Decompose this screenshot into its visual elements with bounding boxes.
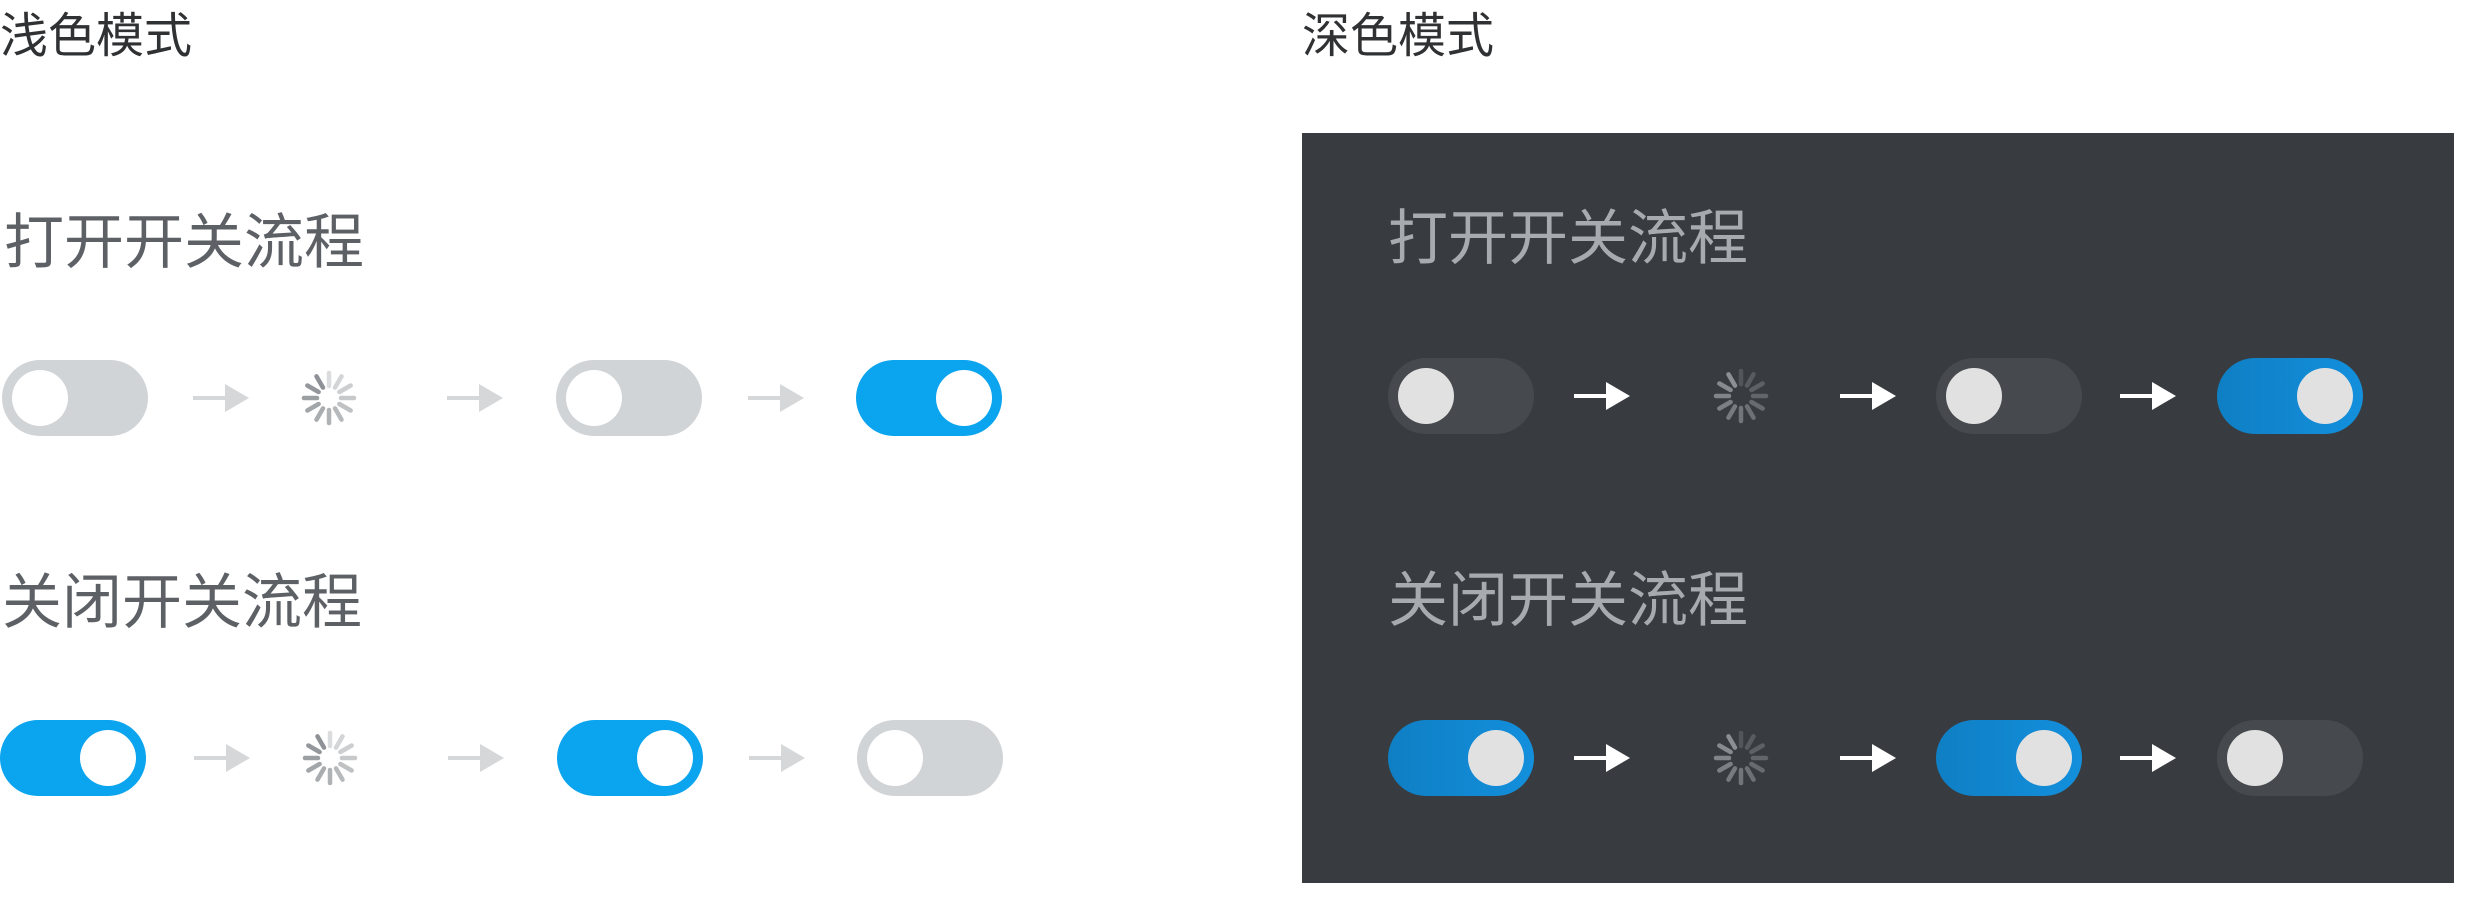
switch-on[interactable]	[2217, 358, 2363, 434]
switch-knob	[936, 370, 992, 426]
spinner-tick	[1717, 381, 1733, 393]
arrow-right-icon	[1840, 744, 1896, 772]
arrow-right-icon	[448, 744, 504, 772]
spinner-tick	[1726, 766, 1738, 782]
spinner-tick	[338, 743, 354, 755]
switch-knob	[80, 730, 136, 786]
switch-knob	[566, 370, 622, 426]
spinner-tick	[1749, 381, 1765, 393]
spinner-tick	[337, 383, 353, 395]
spinner-tick	[1717, 399, 1733, 411]
spinner-tick	[1744, 734, 1756, 750]
spinner-tick	[332, 406, 344, 422]
spinner-tick	[1717, 761, 1733, 773]
dark-open-flow-title: 打开开关流程	[1388, 204, 1748, 274]
switch-off[interactable]	[2217, 720, 2363, 796]
loading-spinner-icon	[1713, 368, 1769, 424]
spinner-tick	[1726, 372, 1738, 388]
spinner-tick	[337, 401, 353, 413]
spinner-tick	[1717, 743, 1733, 755]
spinner-tick	[338, 761, 354, 773]
arrow-right-icon	[193, 384, 249, 412]
switch-on[interactable]	[1936, 720, 2082, 796]
switch-knob	[2016, 730, 2072, 786]
switch-on[interactable]	[1388, 720, 1534, 796]
spinner-tick	[333, 734, 345, 750]
switch-off[interactable]	[1388, 358, 1534, 434]
dark-mode-title: 深色模式	[1302, 8, 1495, 64]
switch-knob	[2297, 368, 2353, 424]
dark-close-flow-title: 关闭开关流程	[1388, 566, 1748, 636]
loading-spinner-icon	[301, 370, 357, 426]
spinner-tick	[1726, 734, 1738, 750]
spinner-tick	[315, 734, 327, 750]
light-close-flow-title: 关闭开关流程	[2, 568, 362, 638]
switch-on[interactable]	[557, 720, 703, 796]
switch-on[interactable]	[0, 720, 146, 796]
arrow-right-icon	[1574, 744, 1630, 772]
switch-off[interactable]	[556, 360, 702, 436]
switch-off[interactable]	[857, 720, 1003, 796]
light-close-flow-row	[0, 720, 1003, 796]
dark-open-flow-row	[1388, 358, 2363, 434]
spinner-tick	[314, 374, 326, 390]
switch-off[interactable]	[1936, 358, 2082, 434]
spinner-tick	[333, 766, 345, 782]
light-open-flow-row	[2, 360, 1002, 436]
spinner-tick	[1749, 743, 1765, 755]
arrow-right-icon	[194, 744, 250, 772]
spinner-tick	[306, 761, 322, 773]
loading-spinner-icon	[1713, 730, 1769, 786]
spinner-tick	[1744, 766, 1756, 782]
switch-knob	[637, 730, 693, 786]
switch-knob	[1398, 368, 1454, 424]
arrow-right-icon	[2120, 382, 2176, 410]
loading-spinner-icon	[302, 730, 358, 786]
spinner-tick	[305, 401, 321, 413]
switch-off[interactable]	[2, 360, 148, 436]
arrow-right-icon	[1574, 382, 1630, 410]
light-mode-title: 浅色模式	[0, 8, 193, 64]
spinner-tick	[314, 406, 326, 422]
spinner-tick	[305, 383, 321, 395]
dark-mode-panel: 打开开关流程 关闭开关流程	[1302, 133, 2454, 883]
arrow-right-icon	[447, 384, 503, 412]
dark-close-flow-row	[1388, 720, 2363, 796]
switch-knob	[2227, 730, 2283, 786]
light-open-flow-title: 打开开关流程	[4, 208, 364, 278]
switch-knob	[1468, 730, 1524, 786]
spinner-tick	[1749, 399, 1765, 411]
spinner-tick	[1726, 404, 1738, 420]
spinner-tick	[1744, 404, 1756, 420]
switch-knob	[867, 730, 923, 786]
spinner-tick	[315, 766, 327, 782]
switch-on[interactable]	[856, 360, 1002, 436]
spinner-tick	[306, 743, 322, 755]
switch-knob	[1946, 368, 2002, 424]
arrow-right-icon	[2120, 744, 2176, 772]
arrow-right-icon	[748, 384, 804, 412]
spinner-tick	[332, 374, 344, 390]
switch-knob	[12, 370, 68, 426]
spinner-tick	[1749, 761, 1765, 773]
arrow-right-icon	[1840, 382, 1896, 410]
spinner-tick	[1744, 372, 1756, 388]
arrow-right-icon	[749, 744, 805, 772]
